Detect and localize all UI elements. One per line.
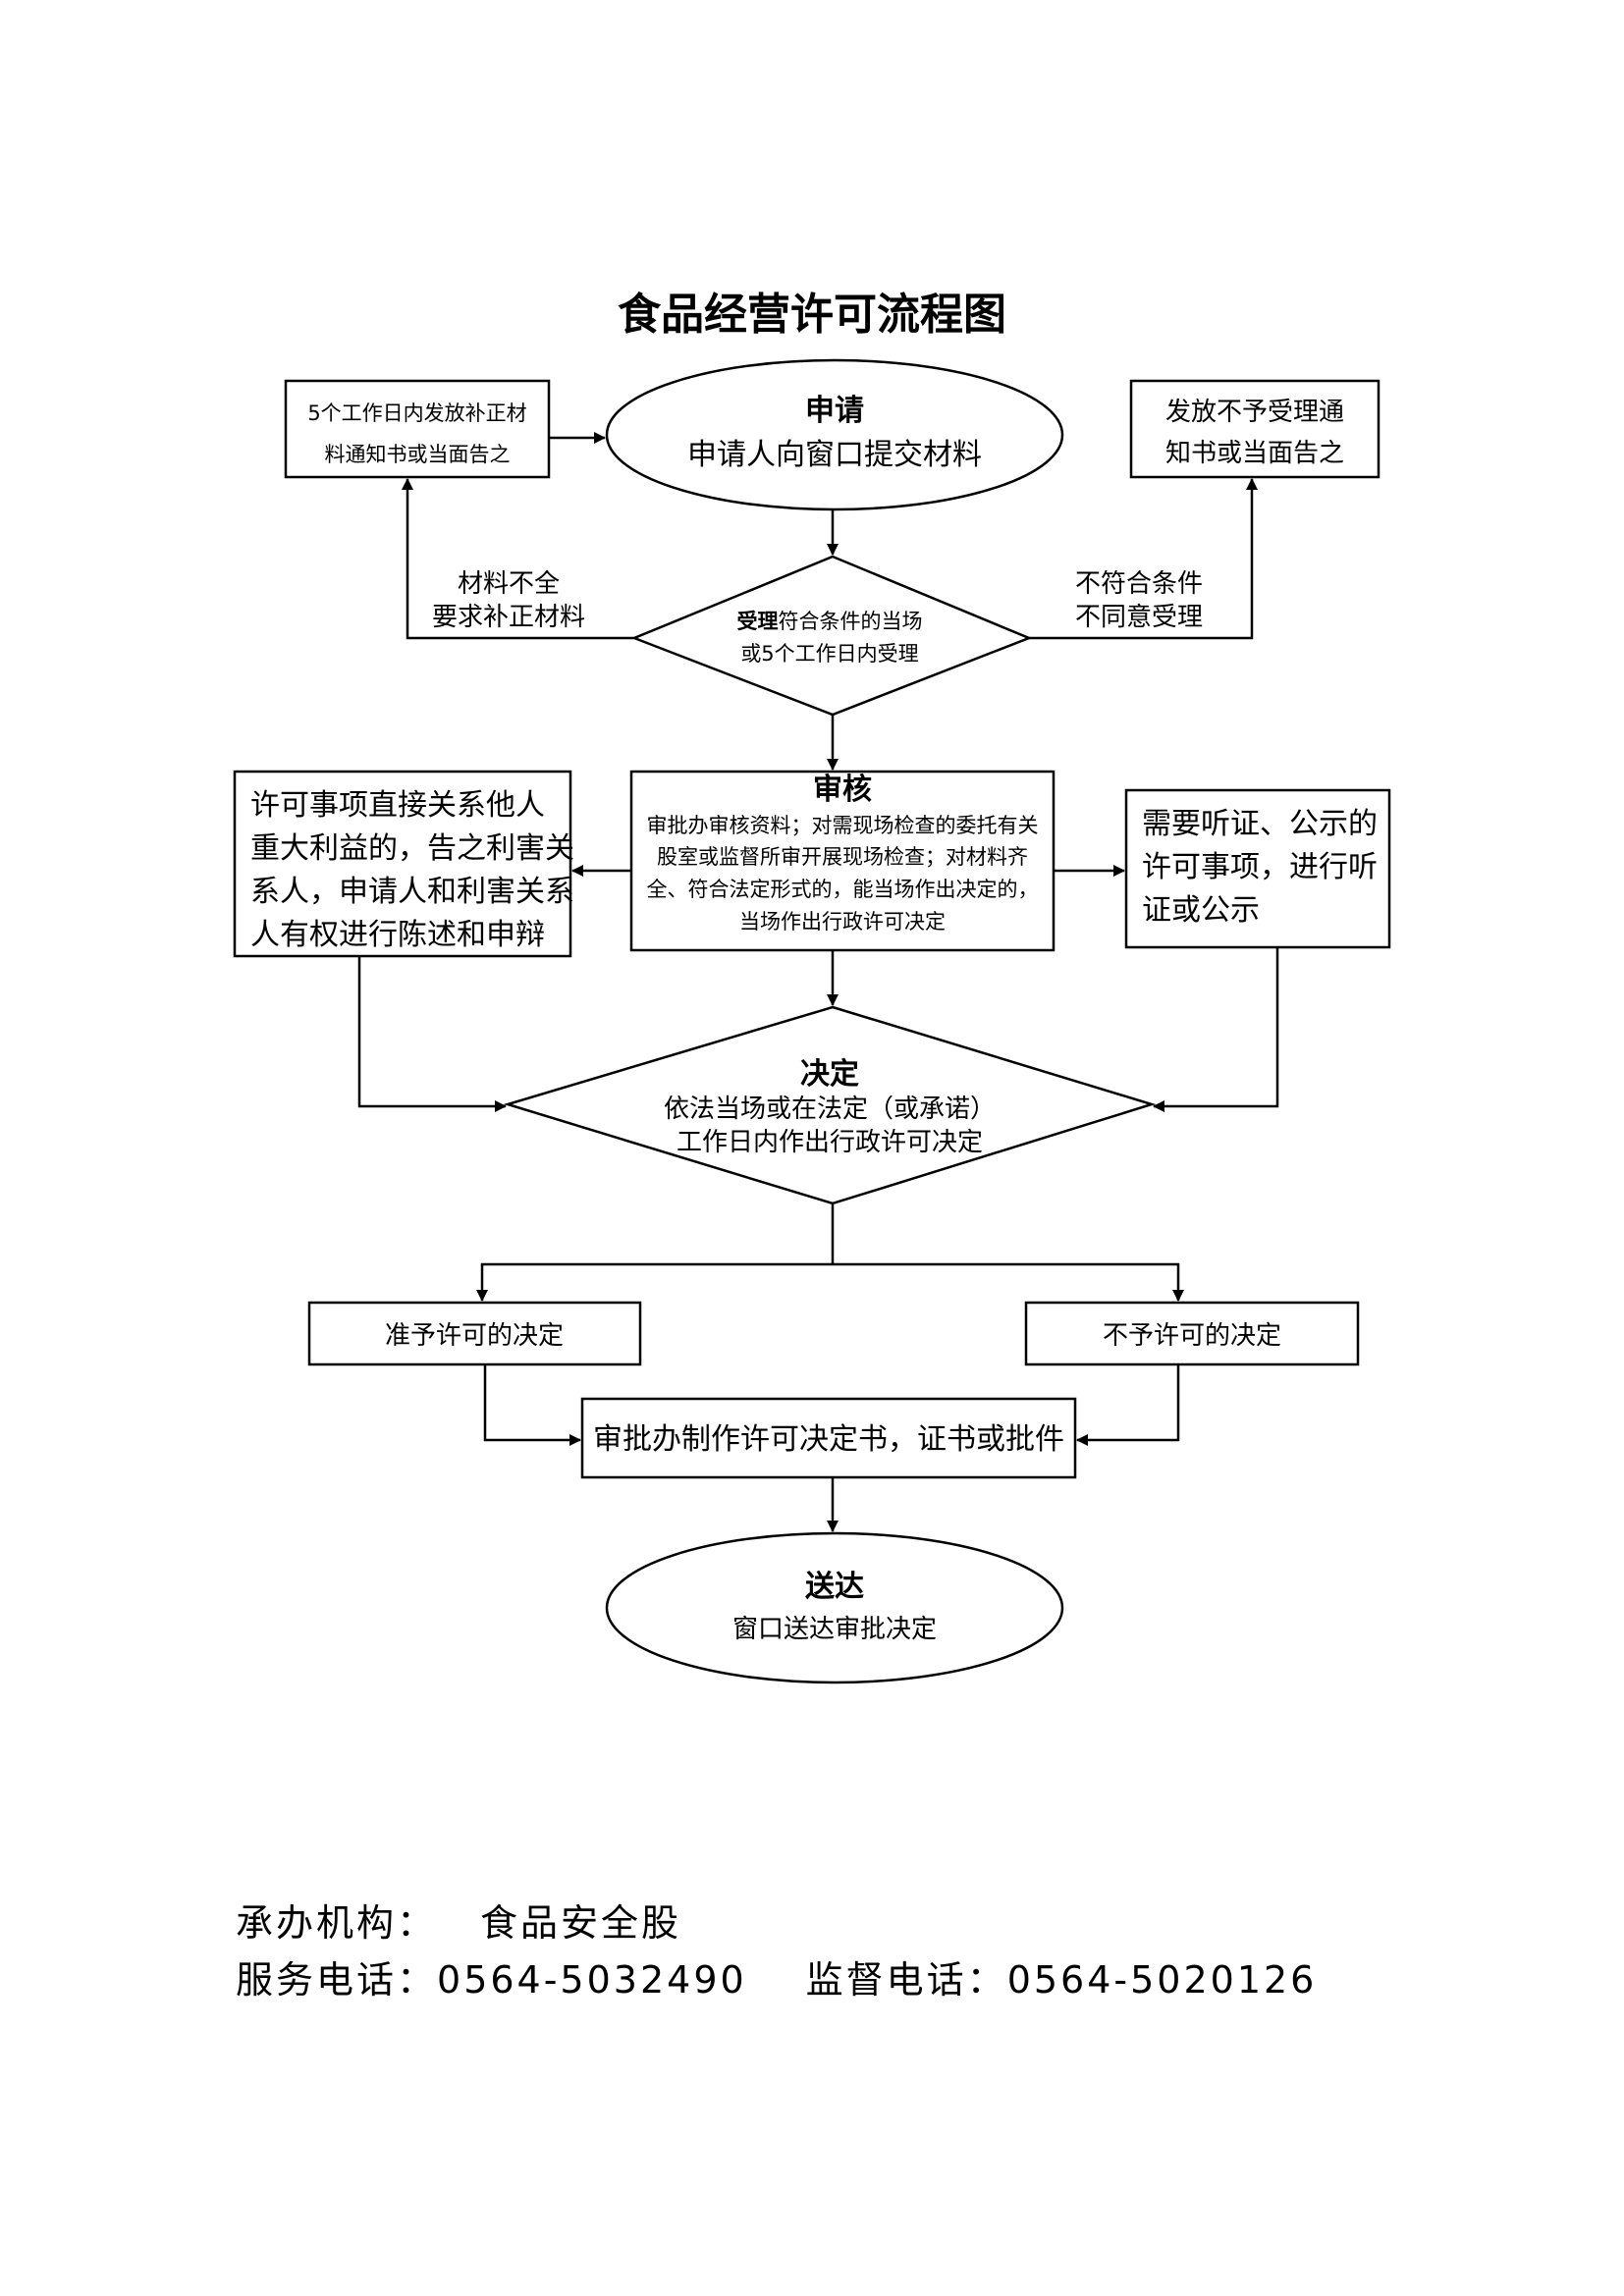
arrow-hearing-to-decision: [1153, 947, 1279, 1112]
accept-diamond: [630, 555, 1033, 717]
org-name: 食品安全股: [480, 1901, 682, 1945]
accept-line2: 或5个工作日内受理: [740, 642, 918, 666]
hearing-line1: 需要听证、公示的: [1142, 807, 1378, 841]
arrow-accept-to-reject: [1029, 478, 1258, 640]
arrow-grant-to-issue: [483, 1364, 581, 1446]
stakeholder-line4: 人有权进行陈述和申辩: [250, 918, 545, 952]
footer-phones: 服务电话：0564-5032490 监督电话：0564-5020126: [236, 1949, 1317, 2003]
correction-notice-line1: 5个工作日内发放补正材: [307, 401, 526, 425]
stakeholder-line3: 系人，申请人和利害关系: [250, 875, 574, 909]
correction-notice-box: [284, 379, 551, 479]
decision-line2: 工作日内作出行政许可决定: [677, 1128, 983, 1157]
deliver-title: 送达: [805, 1570, 864, 1604]
arrow-stakeholder-to-decision: [357, 956, 507, 1112]
apply-ellipse: [605, 358, 1064, 511]
arrow-deny-to-issue: [1076, 1364, 1180, 1446]
not-qualified-line2: 不同意受理: [1075, 603, 1203, 632]
service-phone: 0564-5032490: [437, 1958, 747, 2002]
materials-incomplete-line1: 材料不全: [458, 569, 560, 599]
apply-text: 申请人向窗口提交材料: [687, 438, 982, 472]
hearing-line2: 许可事项，进行听: [1142, 850, 1378, 884]
stakeholder-line1: 许可事项直接关系他人: [250, 788, 545, 823]
not-qualified-line1: 不符合条件: [1075, 569, 1203, 599]
supervise-phone: 0564-5020126: [1006, 1958, 1318, 2002]
deliver-ellipse: [605, 1531, 1064, 1684]
grant-text: 准予许可的决定: [385, 1321, 564, 1351]
stakeholder-line2: 重大利益的，告之利害关: [250, 831, 574, 866]
review-box: [629, 770, 1056, 952]
hearing-box: [1124, 788, 1391, 949]
correction-notice-line2: 料通知书或当面告之: [325, 443, 511, 466]
chart-title: 食品经营许可流程图: [618, 290, 1006, 340]
review-line4: 当场作出行政许可决定: [739, 910, 946, 934]
issue-text: 审批办制作许可决定书，证书或批件: [593, 1422, 1064, 1457]
footer-org: 承办机构： 食品安全股: [236, 1893, 681, 1947]
service-phone-label: 服务电话：: [236, 1958, 438, 2002]
reject-notice-line1: 发放不予受理通: [1165, 398, 1344, 427]
decision-line1: 依法当场或在法定（或承诺）: [664, 1095, 996, 1124]
review-line3: 全、符合法定形式的，能当场作出决定的，: [647, 878, 1039, 901]
org-label: 承办机构：: [236, 1901, 438, 1945]
stakeholder-box: [233, 770, 572, 958]
deny-box: [1024, 1301, 1360, 1366]
reject-notice-line2: 知书或当面告之: [1165, 439, 1344, 468]
supervise-phone-label: 监督电话：: [805, 1958, 1007, 2002]
arrow-accept-to-correction: [402, 478, 634, 640]
accept-label: 受理符合条件的当场: [737, 610, 923, 633]
review-line1: 审批办审核资料；对需现场检查的委托有关: [647, 814, 1039, 837]
grant-box: [307, 1301, 642, 1366]
arrow-split-to-grant: [476, 1262, 833, 1302]
review-title: 审核: [813, 773, 872, 807]
hearing-line3: 证或公示: [1142, 893, 1260, 928]
issue-box: [580, 1397, 1077, 1479]
deliver-text: 窗口送达审批决定: [732, 1615, 937, 1644]
apply-title: 申请: [805, 394, 864, 428]
deny-text: 不予许可的决定: [1103, 1321, 1281, 1351]
review-line2: 股室或监督所审开展现场检查；对材料齐: [657, 845, 1028, 869]
reject-notice-box: [1129, 379, 1380, 479]
decision-title: 决定: [800, 1057, 859, 1092]
materials-incomplete-line2: 要求补正材料: [432, 603, 585, 632]
arrow-split-to-deny: [833, 1262, 1184, 1302]
